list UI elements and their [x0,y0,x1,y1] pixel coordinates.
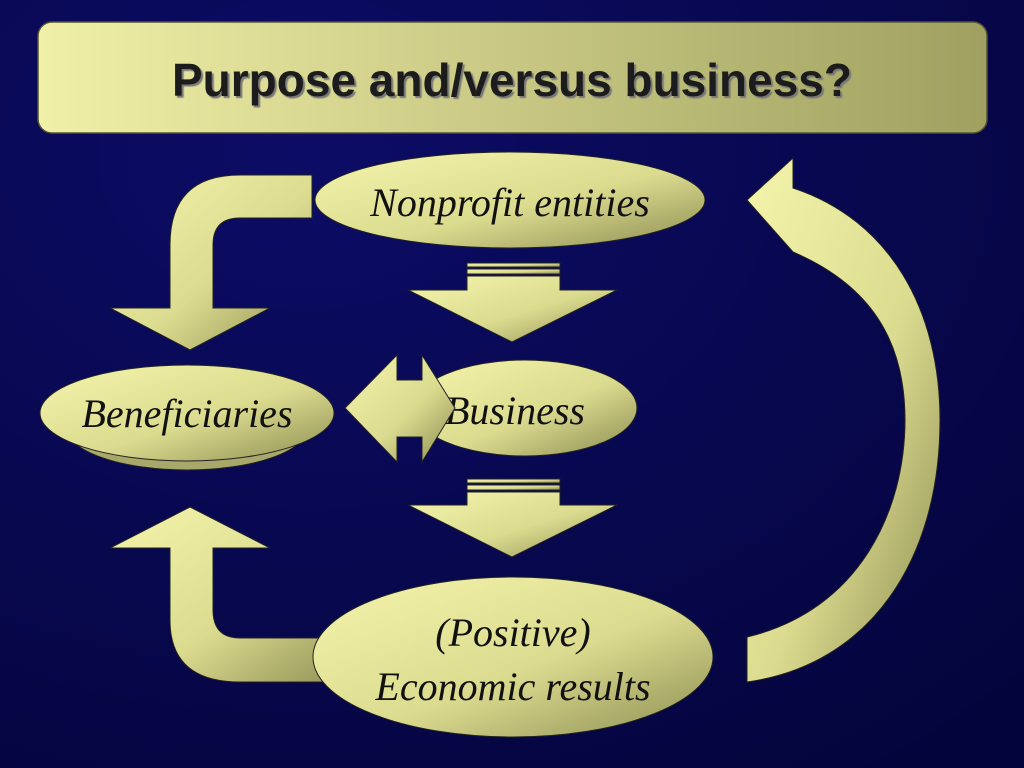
node-beneficiaries: Beneficiaries [39,364,335,471]
double-arrow-beneficiaries-business [344,353,456,464]
node-business: Business [412,359,638,457]
arrow-nonprofit-to-business [407,262,618,343]
node-economic-results: (Positive) Economic results [312,576,714,738]
node-nonprofit-entities: Nonprofit entities [314,151,706,249]
results-label-line1: (Positive) [435,610,591,655]
arrow-results-to-beneficiaries [109,506,366,683]
arrow-business-to-results [407,478,618,558]
arrow-results-to-nonprofit [746,156,941,683]
beneficiaries-label: Beneficiaries [81,391,292,436]
nonprofit-label: Nonprofit entities [369,180,650,225]
business-label: Business [445,388,585,433]
page-title: Purpose and/versus business? [172,54,852,106]
arrow-nonprofit-to-beneficiaries [109,174,313,351]
title-banner: Purpose and/versus business? [37,21,988,134]
results-label-line2: Economic results [374,664,650,709]
